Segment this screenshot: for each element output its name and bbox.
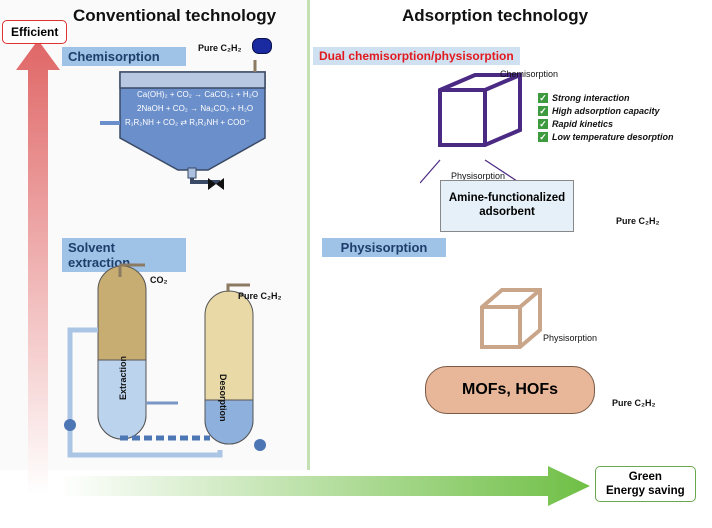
benefit-label: Strong interaction — [552, 93, 630, 103]
phys-adsorbent-bed: MOFs, HOFs — [425, 366, 595, 414]
physisorption-cage — [480, 288, 542, 349]
solvent-extraction-title: Solvent extraction — [62, 238, 186, 272]
bed-label-line1: Amine-functionalized — [448, 192, 566, 204]
right-heading: Adsorption technology — [402, 6, 589, 25]
chem-reaction-2: 2NaOH + CO₂ → Na₂CO₃ + H₂O — [137, 104, 254, 113]
chem-c2h2-molecule — [252, 38, 272, 54]
efficient-arrow — [16, 40, 60, 495]
dual-physisorption-label: Physisorption — [451, 171, 506, 181]
se-extraction-label: Extraction — [118, 355, 128, 400]
green-arrow — [60, 466, 590, 506]
dual-benefit-list: ✓ Strong interaction ✓ High adsorption cap… — [538, 93, 674, 145]
dual-product-label: Pure C₂H₂ — [616, 216, 660, 226]
dual-chemisorption-label: Chemisorption — [500, 69, 559, 79]
dual-title: Dual chemisorption/physisorption — [313, 47, 520, 65]
efficient-label: Efficient — [2, 20, 68, 44]
chem-reaction-3: R₁R₂NH + CO₂ ⇄ R₁R₂NH + COO⁻ — [125, 118, 250, 127]
physisorption-title: Physisorption — [322, 238, 446, 257]
chem-product-label: Pure C₂H₂ — [198, 43, 242, 53]
green-label-line2: Energy saving — [606, 485, 685, 497]
check-icon: ✓ — [538, 132, 548, 142]
dual-cage — [420, 73, 522, 184]
benefit-label: Rapid kinetics — [552, 119, 614, 129]
check-icon: ✓ — [538, 106, 548, 116]
dual-adsorbent-bed: Amine-functionalized adsorbent — [440, 180, 574, 232]
green-label-line1: Green — [628, 471, 662, 483]
benefit-item-1: ✓ Strong interaction — [538, 93, 674, 103]
bed-label-line2: adsorbent — [479, 206, 535, 218]
benefit-item-2: ✓ High adsorption capacity — [538, 106, 674, 116]
se-co2-label: CO₂ — [150, 275, 168, 285]
left-heading: Conventional technology — [73, 6, 277, 25]
check-icon: ✓ — [538, 93, 548, 103]
benefit-label: High adsorption capacity — [552, 106, 660, 116]
chem-reaction-1: Ca(OH)₂ + CO₂ → CaCO₃↓ + H₂O — [137, 90, 259, 99]
benefit-label: Low temperature desorption — [552, 132, 674, 142]
benefit-item-4: ✓ Low temperature desorption — [538, 132, 674, 142]
phys-product-label: Pure C₂H₂ — [612, 398, 656, 408]
green-energy-label: Green Energy saving — [595, 466, 696, 502]
chemisorption-title: Chemisorption — [62, 47, 186, 66]
phys-site-label: Physisorption — [543, 333, 598, 343]
chemisorption-tank — [100, 60, 266, 190]
solvent-extraction-rig — [64, 263, 266, 458]
panel-divider — [307, 0, 310, 470]
se-product-label: Pure C₂H₂ — [238, 291, 282, 301]
benefit-item-3: ✓ Rapid kinetics — [538, 119, 674, 129]
check-icon: ✓ — [538, 119, 548, 129]
se-desorption-label: Desorption — [218, 374, 228, 422]
